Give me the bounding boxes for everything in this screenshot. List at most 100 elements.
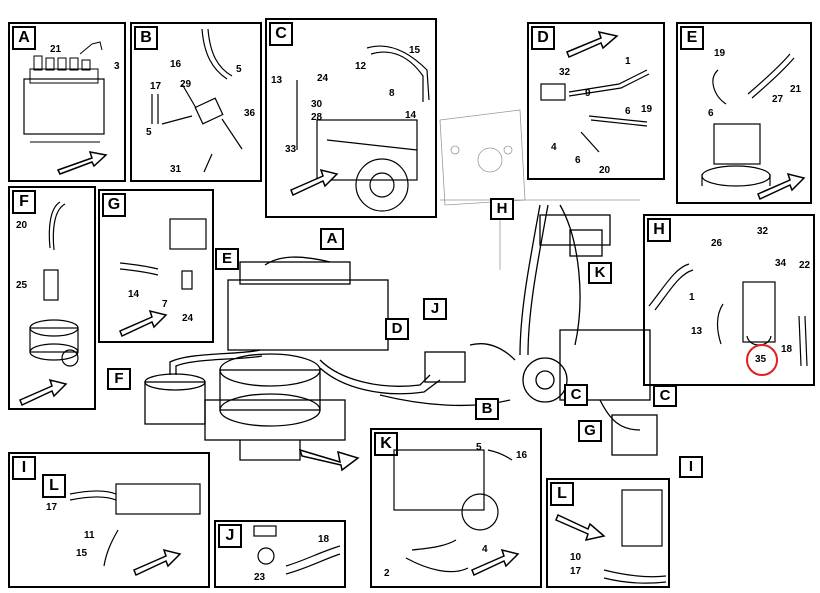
label-d-32: 32	[559, 67, 571, 78]
label-e-27: 27	[772, 94, 784, 105]
panel-g: G 14 7 24	[98, 189, 214, 343]
panel-e-drawing	[701, 53, 806, 201]
label-g-7: 7	[162, 299, 168, 310]
label-e-21: 21	[790, 84, 802, 95]
panel-h: H 32 26 34 22 1 13 18 35	[643, 214, 815, 386]
callout-a: A	[320, 228, 344, 250]
label-c-14: 14	[405, 110, 417, 121]
label-g-24: 24	[182, 313, 194, 324]
label-j-18: 18	[318, 534, 330, 545]
panel-b-letter: B	[134, 26, 158, 50]
callout-c2: C	[653, 385, 677, 407]
panel-c-letter: C	[269, 22, 293, 46]
panel-b: B 16 5 17 29 36 5 31	[130, 22, 262, 182]
label-k-4: 4	[482, 544, 488, 555]
label-h-13: 13	[691, 326, 703, 337]
panel-f-drawing	[19, 201, 79, 407]
label-c-28: 28	[311, 112, 323, 123]
label-d-9: 9	[585, 88, 591, 99]
label-h-1: 1	[689, 292, 695, 303]
label-d-1: 1	[625, 56, 631, 67]
label-f-20: 20	[16, 220, 28, 231]
label-d-6a: 6	[625, 106, 631, 117]
panel-e: E 19 21 6 27	[676, 22, 812, 204]
panel-c-drawing	[290, 45, 430, 212]
label-l-10: 10	[570, 552, 582, 563]
panel-l-drawing	[555, 489, 667, 584]
panel-l-letter: L	[550, 482, 574, 506]
callout-f: F	[107, 368, 131, 390]
label-l-17: 17	[570, 566, 582, 577]
panel-j-drawing	[253, 525, 341, 575]
label-g-14: 14	[128, 289, 140, 300]
panel-a-drawing	[23, 41, 108, 175]
label-h-22: 22	[799, 260, 811, 271]
callout-i: I	[679, 456, 703, 478]
label-c-13: 13	[271, 75, 283, 86]
panel-i-sub-letter-l: L	[42, 474, 66, 498]
panel-i-letter: I	[12, 456, 36, 480]
label-b-31: 31	[170, 164, 182, 175]
panel-l: L 10 17	[546, 478, 670, 588]
label-i-17: 17	[46, 502, 58, 513]
panel-d-drawing	[540, 30, 650, 153]
callout-j: J	[423, 298, 447, 320]
callout-k: K	[588, 262, 612, 284]
panel-j-letter: J	[218, 524, 242, 548]
label-b-17: 17	[150, 81, 162, 92]
label-c-15: 15	[409, 45, 421, 56]
label-c-12: 12	[355, 61, 367, 72]
label-b-5b: 5	[146, 127, 152, 138]
panel-k: K 5 16 4 2	[370, 428, 542, 588]
label-e-19: 19	[714, 48, 726, 59]
panel-g-letter: G	[102, 193, 126, 217]
label-i-15: 15	[76, 548, 88, 559]
label-k-5: 5	[476, 442, 482, 453]
panel-j: J 18 23	[214, 520, 346, 588]
panel-d: D 32 1 9 6 19 4 6 20	[527, 22, 665, 180]
label-h-26: 26	[711, 238, 723, 249]
panel-d-letter: D	[531, 26, 555, 50]
label-k-2: 2	[384, 568, 390, 579]
callout-c1: C	[564, 384, 588, 406]
label-e-6: 6	[708, 108, 714, 119]
panel-c: C 12 15 13 24 8 30 28 14 33	[265, 18, 437, 218]
label-c-24: 24	[317, 73, 329, 84]
label-c-30: 30	[311, 99, 323, 110]
panel-a-letter: A	[12, 26, 36, 50]
panel-f-letter: F	[12, 190, 36, 214]
label-b-29: 29	[180, 79, 192, 90]
label-i-11: 11	[84, 530, 95, 541]
label-a-3: 3	[114, 61, 120, 72]
callout-e: E	[215, 248, 239, 270]
label-b-16: 16	[170, 59, 182, 70]
label-h-34: 34	[775, 258, 787, 269]
label-h-32: 32	[757, 226, 769, 237]
label-f-25: 25	[16, 280, 28, 291]
panel-e-letter: E	[680, 26, 704, 50]
label-c-33: 33	[285, 144, 297, 155]
panel-i: I L 17 11 15	[8, 452, 210, 588]
label-b-36: 36	[244, 108, 256, 119]
label-h-18: 18	[781, 344, 793, 355]
callout-h: H	[490, 198, 514, 220]
panel-f: F 20 25	[8, 186, 96, 410]
panel-k-drawing	[393, 449, 520, 577]
label-b-5a: 5	[236, 64, 242, 75]
callout-b: B	[475, 398, 499, 420]
label-k-16: 16	[516, 450, 528, 461]
panel-b-drawing	[151, 28, 243, 173]
highlight-ring-35	[746, 344, 778, 376]
label-d-19: 19	[641, 104, 653, 115]
callout-g: G	[578, 420, 602, 442]
label-j-23: 23	[254, 572, 266, 583]
label-d-4: 4	[551, 142, 557, 153]
label-c-8: 8	[389, 88, 395, 99]
label-a-21: 21	[50, 44, 62, 55]
panel-a: A 21 3	[8, 22, 126, 182]
label-d-20: 20	[599, 165, 611, 176]
panel-i-drawing	[69, 483, 201, 577]
panel-h-drawing	[648, 263, 808, 367]
callout-d: D	[385, 318, 409, 340]
panel-g-drawing	[119, 218, 207, 338]
